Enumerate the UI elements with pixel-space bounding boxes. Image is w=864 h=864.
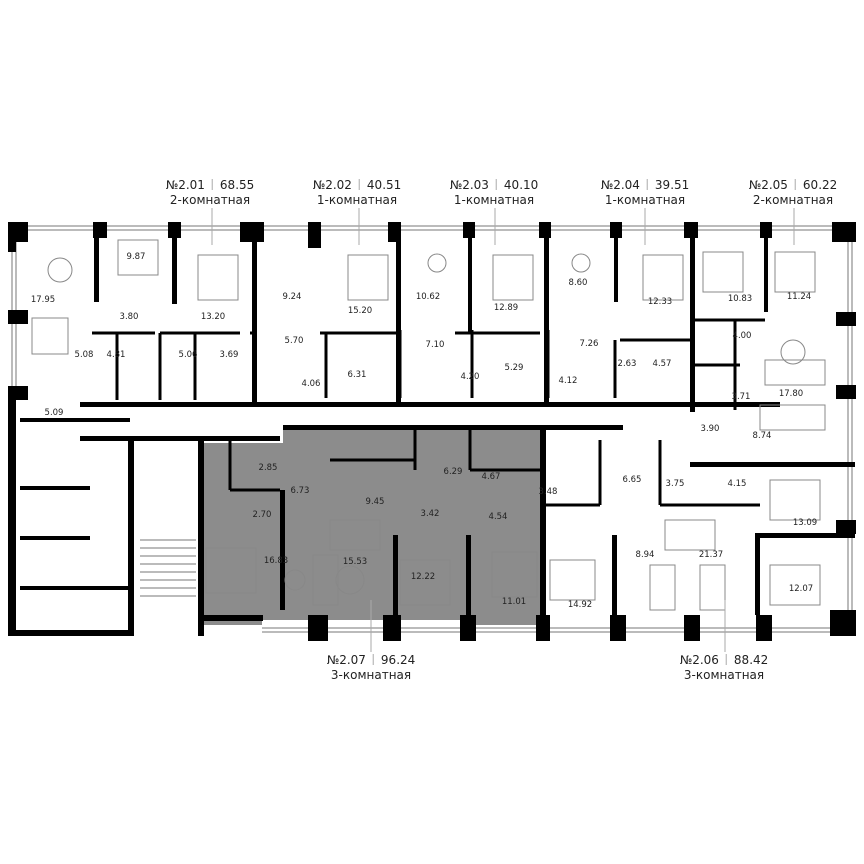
room-area-label: 16.83 <box>263 556 289 566</box>
room-area-label: 3.69 <box>219 350 239 360</box>
room-area-label: 5.08 <box>74 350 94 360</box>
apartment-type: 3-комнатная <box>683 668 765 682</box>
room-area-label: 17.95 <box>30 295 56 305</box>
apartment-label-2-05[interactable]: №2.05 60.22 2-комнатная <box>749 178 838 208</box>
room-area-label: 12.22 <box>410 572 436 582</box>
room-area-label: 4.20 <box>460 372 480 382</box>
room-area-label: 9.45 <box>365 497 385 507</box>
room-area-label: 4.57 <box>652 359 672 369</box>
room-area-label: 8.60 <box>568 278 588 288</box>
room-area-label: 14.92 <box>567 600 593 610</box>
apartment-number: №2.01 <box>165 178 205 192</box>
apartment-label-2-01[interactable]: №2.01 68.55 2-комнатная <box>166 178 255 208</box>
room-area-label: 10.62 <box>415 292 441 302</box>
room-area-label: 2.70 <box>252 510 272 520</box>
apartment-area: 39.51 <box>654 178 690 192</box>
room-area-label: 11.01 <box>501 597 527 607</box>
room-area-label: 3.75 <box>665 479 685 489</box>
room-area-label: 8.74 <box>752 431 772 441</box>
room-area-label: 11.24 <box>786 292 812 302</box>
room-area-label: 4.81 <box>106 350 126 360</box>
room-area-label: 6.31 <box>347 370 367 380</box>
apartment-area: 68.55 <box>219 178 255 192</box>
walls <box>8 222 856 641</box>
room-area-label: 8.94 <box>635 550 655 560</box>
apartment-area: 88.42 <box>733 653 769 667</box>
room-area-label: 17.80 <box>778 389 804 399</box>
room-area-label: 3.48 <box>538 487 558 497</box>
room-area-label: 6.73 <box>290 486 310 496</box>
apartment-type: 1-комнатная <box>316 193 398 207</box>
interior-partitions <box>92 318 765 507</box>
apartment-type: 2-комнатная <box>752 193 834 207</box>
room-area-label: 12.07 <box>788 584 814 594</box>
apartment-area: 96.24 <box>380 653 416 667</box>
apartment-type: 1-комнатная <box>604 193 686 207</box>
room-area-label: 3.71 <box>731 392 751 402</box>
room-area-label: 13.09 <box>792 518 818 528</box>
stairwell <box>140 539 196 597</box>
apartment-number: №2.06 <box>679 653 719 667</box>
room-area-label: 15.20 <box>347 306 373 316</box>
apartment-number: №2.07 <box>326 653 366 667</box>
apartment-area: 40.51 <box>366 178 402 192</box>
apartment-area: 60.22 <box>802 178 838 192</box>
apartment-type: 1-комнатная <box>453 193 535 207</box>
apartment-2-07-highlight[interactable] <box>203 425 540 625</box>
apartment-number: №2.05 <box>748 178 788 192</box>
apartment-label-2-03[interactable]: №2.03 40.10 1-комнатная <box>450 178 539 208</box>
room-area-label: 3.42 <box>420 509 440 519</box>
apartment-number: №2.03 <box>449 178 489 192</box>
room-area-label: 6.29 <box>443 467 463 477</box>
furniture <box>31 239 826 611</box>
room-area-label: 15.53 <box>342 557 368 567</box>
apartment-type: 2-комнатная <box>169 193 251 207</box>
room-area-label: 21.37 <box>698 550 724 560</box>
room-area-label: 7.10 <box>425 340 445 350</box>
room-area-label: 12.33 <box>647 297 673 307</box>
apartment-label-2-02[interactable]: №2.02 40.51 1-комнатная <box>313 178 402 208</box>
apartment-number: №2.02 <box>312 178 352 192</box>
apartment-type: 3-комнатная <box>330 668 412 682</box>
room-area-label: 5.09 <box>44 408 64 418</box>
apartment-label-2-04[interactable]: №2.04 39.51 1-комнатная <box>601 178 690 208</box>
label-leader-lines <box>211 208 795 652</box>
room-area-label: 4.00 <box>732 331 752 341</box>
room-area-label: 4.54 <box>488 512 508 522</box>
room-area-label: 5.70 <box>284 336 304 346</box>
room-area-label: 12.89 <box>493 303 519 313</box>
room-area-label: 3.90 <box>700 424 720 434</box>
room-area-label: 2.85 <box>258 463 278 473</box>
room-area-label: 4.67 <box>481 472 501 482</box>
room-area-label: 5.29 <box>504 363 524 373</box>
room-area-label: 7.26 <box>579 339 599 349</box>
room-area-label: 4.15 <box>727 479 747 489</box>
room-area-label: 9.24 <box>282 292 302 302</box>
room-area-label: 10.83 <box>727 294 753 304</box>
room-area-label: 9.87 <box>126 252 146 262</box>
room-area-label: 5.06 <box>178 350 198 360</box>
apartment-label-2-06[interactable]: №2.06 88.42 3-комнатная <box>680 653 769 683</box>
apartment-number: №2.04 <box>600 178 640 192</box>
room-area-label: 13.20 <box>200 312 226 322</box>
room-area-label: 3.80 <box>119 312 139 322</box>
apartment-label-2-07[interactable]: №2.07 96.24 3-комнатная <box>327 653 416 683</box>
room-area-label: 4.12 <box>558 376 578 386</box>
room-area-label: 6.65 <box>622 475 642 485</box>
apartment-area: 40.10 <box>503 178 539 192</box>
room-area-label: 2.63 <box>617 359 637 369</box>
room-area-label: 4.06 <box>301 379 321 389</box>
